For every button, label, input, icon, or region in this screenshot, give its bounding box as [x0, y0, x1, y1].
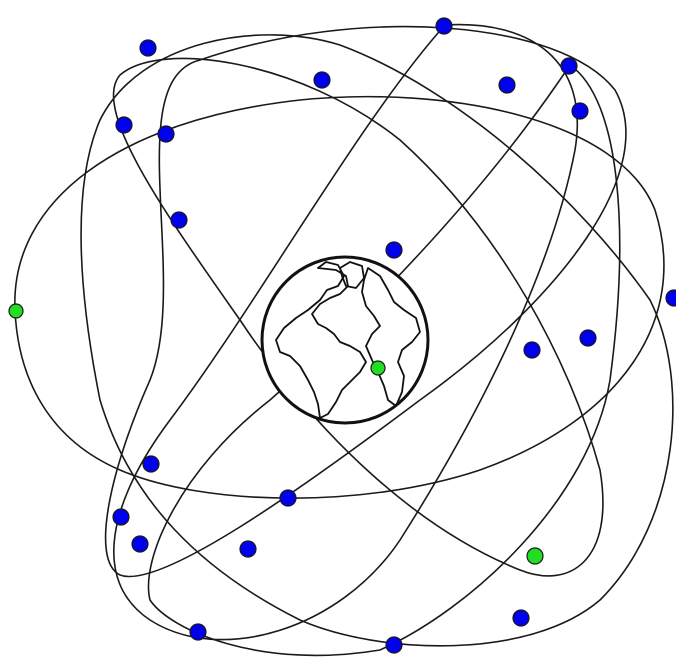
globe-icon [262, 257, 428, 423]
satellite-14 [143, 456, 159, 472]
satellite-11 [524, 342, 540, 358]
satellite-3 [314, 72, 330, 88]
satellite-19 [190, 624, 206, 640]
satellite-13 [666, 290, 676, 306]
satellite-8 [158, 126, 174, 142]
satellite-5 [561, 58, 577, 74]
satellite-16 [113, 509, 129, 525]
satellite-1 [140, 40, 156, 56]
satellite-15 [280, 490, 296, 506]
satellite-highlight-2 [527, 548, 543, 564]
satellite-18 [240, 541, 256, 557]
satellite-9 [171, 212, 187, 228]
satellite-20 [386, 637, 402, 653]
satellite-17 [132, 536, 148, 552]
satellite-7 [116, 117, 132, 133]
satellite-12 [580, 330, 596, 346]
ground-station [371, 361, 385, 375]
satellite-4 [499, 77, 515, 93]
satellite-highlight-1 [9, 304, 23, 318]
satellite-6 [572, 103, 588, 119]
satellite-10 [386, 242, 402, 258]
satellite-21 [513, 610, 529, 626]
satellite-2 [436, 18, 452, 34]
